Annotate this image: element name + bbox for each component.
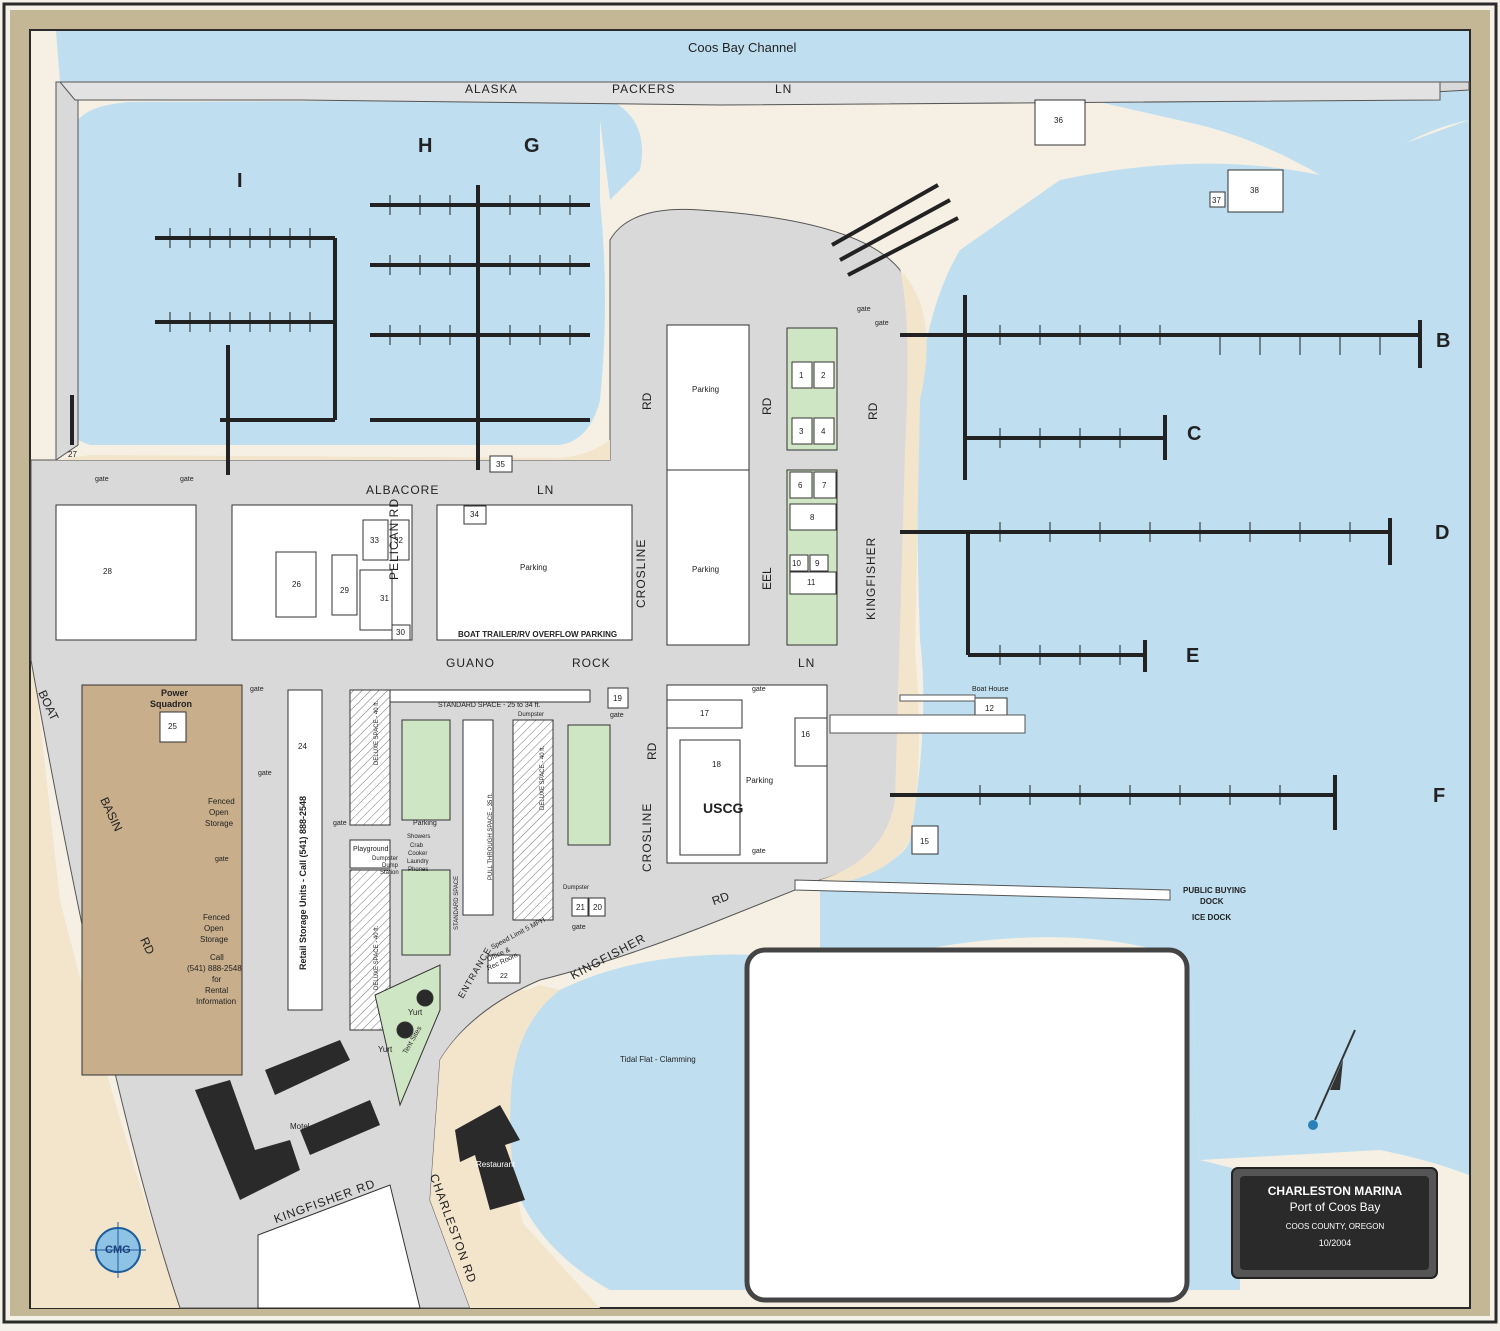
- building-22: [487, 954, 521, 984]
- building-37: [1209, 191, 1226, 208]
- parking-top: [666, 324, 750, 471]
- building-26: [275, 551, 317, 618]
- building-19: [607, 687, 629, 709]
- building-35: [489, 455, 513, 473]
- motel-building: [195, 1080, 300, 1200]
- basin-water: [78, 100, 605, 445]
- building-38: [1227, 169, 1284, 213]
- title-box: [1231, 1167, 1438, 1279]
- motel-building-2: [265, 1040, 350, 1095]
- building-4: [813, 417, 835, 445]
- buildings: [159, 99, 1284, 984]
- small-piers: [794, 694, 1171, 901]
- sand-left: [31, 640, 180, 1308]
- alaska-packers-ln: [58, 81, 1441, 106]
- cmg-logo: [90, 1222, 146, 1278]
- tidal-parcel: [744, 947, 1190, 1303]
- building-6: [789, 471, 813, 499]
- building-31: [359, 569, 393, 631]
- block-28: [55, 504, 197, 641]
- retail-storage: [287, 689, 323, 1011]
- building-32: [390, 519, 410, 561]
- dark-buildings: [195, 1040, 525, 1210]
- parking-crosline: [666, 469, 750, 646]
- building-30: [391, 624, 411, 641]
- campground: [349, 689, 611, 1107]
- building-34: [463, 505, 487, 525]
- basin-water-upper: [360, 100, 642, 200]
- building-25: [159, 711, 187, 743]
- bottom-left-parcel: [257, 1184, 421, 1309]
- sand-strip-top: [56, 440, 610, 460]
- motel-building-3: [300, 1100, 380, 1155]
- building-8: [789, 503, 837, 531]
- building-9: [809, 554, 829, 572]
- building-10: [789, 554, 809, 572]
- building-15: [911, 825, 939, 855]
- building-2: [813, 361, 835, 389]
- building-1: [791, 361, 813, 389]
- dock-piers: [70, 183, 1422, 830]
- building-7: [813, 471, 837, 499]
- building-20: [588, 897, 606, 917]
- blocks: [55, 324, 838, 1076]
- slip-ticks: [169, 195, 1381, 805]
- restaurant-building: [455, 1105, 525, 1210]
- building-18: [679, 739, 741, 856]
- brown-storage: [81, 684, 243, 1076]
- building-21: [571, 897, 589, 917]
- parking-big: [436, 504, 633, 641]
- building-17: [666, 699, 743, 729]
- building-36: [1034, 99, 1086, 146]
- building-11: [789, 571, 837, 595]
- sand-under-kingfisher: [430, 985, 600, 1308]
- channel-water: [56, 31, 1469, 175]
- north-arrow: [1308, 1029, 1356, 1130]
- building-12: [974, 697, 1008, 717]
- building-3: [791, 417, 813, 445]
- building-29: [331, 554, 358, 616]
- building-33: [362, 519, 389, 561]
- building-16: [794, 717, 828, 767]
